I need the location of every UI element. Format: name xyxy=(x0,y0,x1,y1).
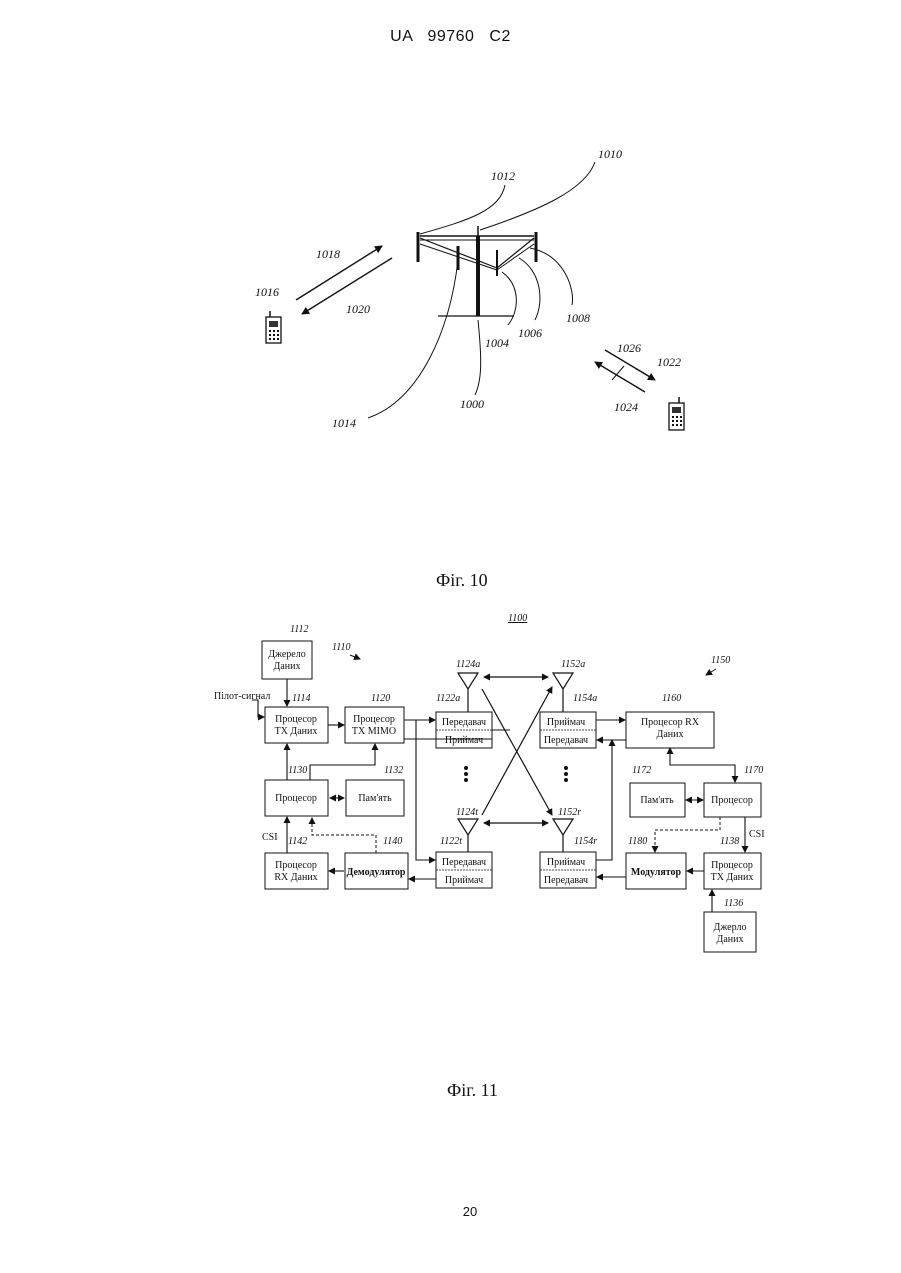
block-label: Процесор xyxy=(275,714,317,725)
block-label: TX Даних xyxy=(711,872,754,883)
csi-label: CSI xyxy=(749,829,765,840)
mobile-phone-icon xyxy=(266,311,281,343)
ref-1010: 1010 xyxy=(598,147,622,161)
ref-1024: 1024 xyxy=(614,400,638,414)
block-label: Процесор xyxy=(275,793,317,804)
base-station-antenna xyxy=(418,226,536,316)
ref-label: 1114 xyxy=(292,693,311,704)
block-label: Приймач xyxy=(547,857,585,868)
block-label: TX MIMO xyxy=(352,726,396,737)
ref-1016: 1016 xyxy=(255,285,279,299)
ref-label: 1120 xyxy=(371,693,390,704)
ref-label: 1180 xyxy=(628,836,647,847)
mobile-phone-icon xyxy=(669,397,684,430)
ref-1014: 1014 xyxy=(332,416,356,430)
tx-mimo-processor-block xyxy=(345,707,404,743)
block-label: Демодулятор xyxy=(346,867,405,878)
ref-label: 1130 xyxy=(288,765,307,776)
data-source-block xyxy=(262,641,312,679)
block-label: Даних xyxy=(657,729,684,740)
ref-label: 1140 xyxy=(383,836,402,847)
ref-label: 1150 xyxy=(711,655,730,666)
ref-label: 1170 xyxy=(744,765,763,776)
block-label: Процесор RX xyxy=(641,717,700,728)
ref-1018: 1018 xyxy=(316,247,340,261)
block-label: Процесор xyxy=(353,714,395,725)
rx-data-processor-block xyxy=(265,853,328,889)
ref-label: 1142 xyxy=(288,836,307,847)
ref-1004: 1004 xyxy=(485,336,509,350)
ref-label: 1152r xyxy=(558,807,581,818)
tx-data-processor-block xyxy=(265,707,328,743)
block-label: Пам'ять xyxy=(640,795,674,806)
block-label: Процесор xyxy=(711,860,753,871)
ref-1000: 1000 xyxy=(460,397,484,411)
block-label: RX Даних xyxy=(274,872,317,883)
ref-label: 1160 xyxy=(662,693,681,704)
block-label: Процесор xyxy=(275,860,317,871)
block-label: Передавач xyxy=(442,717,486,728)
block-label: Приймач xyxy=(445,875,483,886)
csi-label: CSI xyxy=(262,832,278,843)
block-label: TX Даних xyxy=(275,726,318,737)
block-label: Пам'ять xyxy=(358,793,392,804)
block-label: Джерло xyxy=(714,922,747,933)
ref-label: 1122t xyxy=(440,836,462,847)
ref-label: 1154r xyxy=(574,836,597,847)
ref-label: 1136 xyxy=(724,898,743,909)
block-label: Даних xyxy=(717,934,744,945)
ref-label: 1154a xyxy=(573,693,597,704)
ref-label: 1124a xyxy=(456,659,480,670)
block-label: Даних xyxy=(274,661,301,672)
ref-label: 1132 xyxy=(384,765,403,776)
ref-label: 1110 xyxy=(332,642,351,653)
antenna-icon xyxy=(458,673,573,852)
block-label: Передавач xyxy=(544,735,588,746)
pilot-signal-label: Пілот-сигнал xyxy=(214,691,270,702)
block-label: Передавач xyxy=(544,875,588,886)
ref-1012: 1012 xyxy=(491,169,515,183)
ref-1026: 1026 xyxy=(617,341,641,355)
ref-label: 1172 xyxy=(632,765,651,776)
page-number: 20 xyxy=(0,1204,901,1219)
figure-11-caption: Фіг. 11 xyxy=(447,1080,498,1101)
ref-label: 1122a xyxy=(436,693,460,704)
ref-label: 1138 xyxy=(720,836,739,847)
block-label: Модулятор xyxy=(631,867,682,878)
block-label: Приймач xyxy=(547,717,585,728)
block-label: Процесор xyxy=(711,795,753,806)
block-label: Джерело xyxy=(268,649,305,660)
ref-1006: 1006 xyxy=(518,326,542,340)
ref-label: 1112 xyxy=(290,624,309,635)
block-label: Приймач xyxy=(445,735,483,746)
ref-label: 1152a xyxy=(561,659,585,670)
ref-1020: 1020 xyxy=(346,302,370,316)
ref-1100: 1100 xyxy=(508,613,527,624)
figure-10-caption: Фіг. 10 xyxy=(436,570,488,591)
ref-label: 1124t xyxy=(456,807,478,818)
block-label: Передавач xyxy=(442,857,486,868)
figure-10: 1010 1012 1018 1020 1016 1008 1006 1004 … xyxy=(0,0,901,600)
tx-data-processor-block xyxy=(704,853,761,889)
ref-1008: 1008 xyxy=(566,311,590,325)
ref-1022: 1022 xyxy=(657,355,681,369)
figure-11: 1100 xyxy=(0,605,901,985)
